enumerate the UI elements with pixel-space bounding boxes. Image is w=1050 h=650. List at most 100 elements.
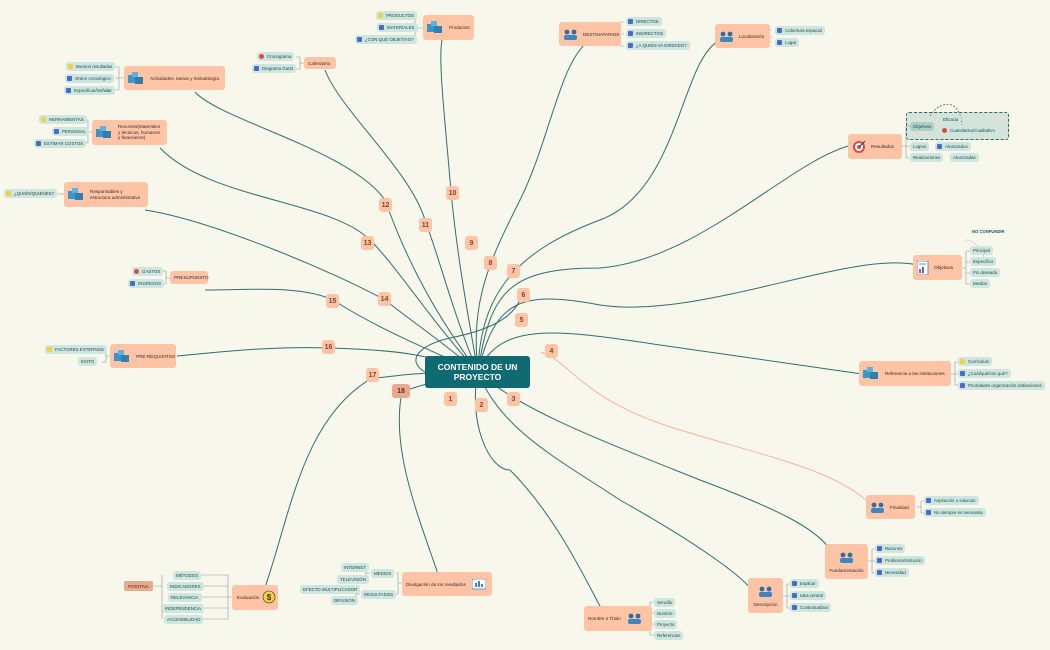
branch-number-5[interactable]: 5 [515, 313, 528, 327]
productos-item-objetivo[interactable]: ¿CON QUÉ OBJETIVO? [355, 35, 417, 44]
branch-number-9[interactable]: 9 [465, 236, 478, 250]
nombre-item-referencias[interactable]: Referencias [654, 631, 684, 640]
nombre-item-nombre[interactable]: Nombre [654, 609, 676, 618]
topic-finalidad[interactable]: Finalidad [866, 495, 915, 519]
actividades-item-especificar[interactable]: Especificar/Señalar [64, 86, 115, 95]
recursos-item-personal[interactable]: PERSONAL [52, 127, 89, 136]
branch-number-14[interactable]: 14 [378, 292, 391, 306]
divulgacion-item-internet[interactable]: INTERNET [341, 563, 369, 572]
nombre-item-sencillo[interactable]: Sencillo [654, 598, 676, 607]
descripcion-item-explicar[interactable]: Explicar [790, 579, 819, 588]
resultados-item-alcanzados[interactable]: Alcanzados [935, 142, 971, 151]
branch-number-6[interactable]: 6 [517, 288, 530, 302]
evaluacion-item-metodos[interactable]: MÉTODOS [173, 571, 202, 580]
topic-evaluacion-title[interactable]: Evaluación [237, 595, 260, 600]
resultados-item-cuantitativo[interactable]: Cuantitativo/Cualitativo [940, 126, 998, 135]
objetivos-item-especifico[interactable]: Específico [970, 257, 997, 266]
localizacion-item-lugar[interactable]: Lugar [775, 38, 800, 47]
topic-productos[interactable]: Productos [423, 15, 474, 40]
branch-number-18[interactable]: 18 [392, 384, 410, 398]
fundamentacion-item-razones[interactable]: Razones [875, 544, 906, 553]
topic-descripcion[interactable]: Descripción [748, 578, 783, 613]
descripcion-item-idea[interactable]: Idea central [790, 591, 826, 600]
referencia-item-prioridades[interactable]: Prioridades organización instituciones [958, 381, 1045, 390]
topic-objetivos[interactable]: Objetivos [913, 255, 962, 280]
central-topic[interactable]: CONTENIDO DE UN PROYECTO [425, 356, 530, 388]
divulgacion-item-difusion[interactable]: DIFUSIÓN [331, 596, 358, 605]
calendario-item-cronograma[interactable]: Cronograma [257, 52, 295, 61]
localizacion-item-cobertura[interactable]: Cobertura espacial [775, 26, 825, 35]
branch-number-4[interactable]: 4 [545, 344, 558, 358]
evaluacion-item-relevancia[interactable]: RELEVANCIA [168, 593, 202, 602]
resultados-item-logros[interactable]: Logros [910, 142, 930, 151]
presupuesto-item-ingresos[interactable]: INGRESOS [128, 279, 165, 288]
topic-presupuesto[interactable]: PRESUPUESTO [170, 271, 209, 284]
evaluacion-item-indicadores[interactable]: INDICADORES [167, 582, 204, 591]
priority-marker-icon [379, 25, 384, 30]
recursos-item-costos[interactable]: ESTIMAR COSTOS [34, 139, 87, 148]
objetivos-item-fin[interactable]: Fin deseado [970, 268, 1001, 277]
calendario-item-gantt[interactable]: Diagrama Gantt [252, 64, 296, 73]
branch-number-13[interactable]: 13 [361, 236, 374, 250]
topic-referencia[interactable]: Referencia a las instituciones [859, 361, 951, 386]
topic-responsables[interactable]: Responsables y estructura administrativa [64, 182, 148, 207]
nombre-item-proyecto[interactable]: Proyecto [654, 620, 678, 629]
actividades-item-buenos[interactable]: Buenos resultados [66, 62, 116, 71]
evaluacion-item-accesibilidad[interactable]: ACCESIBILIDAD [164, 615, 204, 624]
resultados-item-alcanzadas[interactable]: Alcanzadas [950, 153, 979, 162]
resultados-item-objetivos[interactable]: Objetivos [910, 122, 935, 131]
referencia-item-curriculum[interactable]: Currículum [958, 357, 993, 366]
topic-divulgacion[interactable]: Divulgación de los resultados [402, 572, 492, 596]
topic-calendario[interactable]: Calendario [304, 57, 336, 69]
prerequisitos-item-factores[interactable]: FACTORES EXTERNOS [45, 345, 107, 354]
topic-prerequisitos[interactable]: PRE-REQUISITOS [110, 344, 176, 368]
objetivos-item-principal[interactable]: Principal [970, 246, 993, 255]
evaluacion-summary-positiva[interactable]: POSITIVA [124, 581, 153, 591]
topic-nombre[interactable]: Nombre o Título [584, 606, 652, 631]
fundamentacion-item-necesidad[interactable]: Necesidad [875, 568, 909, 577]
divulgacion-item-efecto[interactable]: EFECTO MULTIPLICADOR [300, 585, 361, 594]
branch-number-7[interactable]: 7 [507, 264, 520, 278]
priority-marker-icon [66, 88, 71, 93]
finalidad-item-aspiracion[interactable]: Aspiración o solución [924, 496, 979, 505]
referencia-item-cual[interactable]: ¿Cuál/qué/con qué? [958, 369, 1011, 378]
evaluacion-item-independencia[interactable]: INDEPENDENCIA [162, 604, 205, 613]
resultados-item-eficacia[interactable]: Eficacia [940, 115, 962, 124]
branch-number-8[interactable]: 8 [484, 256, 497, 270]
responsables-item-quien[interactable]: ¿QUIÉN/QUIÉNES? [4, 189, 58, 198]
divulgacion-item-medios[interactable]: MEDIOS [371, 569, 395, 578]
productos-item-productos[interactable]: PRODUCTOS [376, 11, 417, 20]
presentation-icon [471, 578, 486, 589]
divulgacion-item-resultados[interactable]: RESULTADOS [361, 590, 397, 599]
topic-actividades[interactable]: Actividades, tareas y metodología [124, 66, 225, 90]
destinatarios-item-quien[interactable]: ¿A QUIÉN VA DIRIGIDO? [626, 41, 690, 50]
presupuesto-item-gastos[interactable]: GASTOS [132, 267, 164, 276]
branch-number-17[interactable]: 17 [366, 368, 379, 382]
topic-recursos[interactable]: Recursos(Materiales y técnicos, humanos … [92, 120, 167, 145]
people-icon [840, 552, 853, 563]
topic-resultados[interactable]: Resultados [848, 134, 902, 159]
topic-localizacion[interactable]: Localización [715, 24, 770, 48]
destinatarios-item-directos[interactable]: DIRECTOS [626, 17, 662, 26]
branch-number-10[interactable]: 10 [446, 186, 459, 200]
objetivos-item-medios[interactable]: Medios [970, 279, 991, 288]
productos-item-materiales[interactable]: MATERIALES [377, 23, 418, 32]
fundamentacion-item-problema[interactable]: Problema/Solución [875, 556, 925, 565]
branch-number-1[interactable]: 1 [444, 392, 457, 406]
descripcion-item-contextualizar[interactable]: Contextualizar [790, 603, 832, 612]
branch-number-11[interactable]: 11 [419, 218, 432, 232]
recursos-item-herramientas[interactable]: HERRAMIENTAS [39, 115, 87, 124]
destinatarios-item-indirectos[interactable]: INDIRECTOS [626, 29, 666, 38]
actividades-item-orden[interactable]: Orden cronológico [65, 74, 114, 83]
prerequisitos-item-exito[interactable]: ÉXITO [78, 357, 98, 366]
branch-number-12[interactable]: 12 [379, 198, 392, 212]
finalidad-item-necesaria[interactable]: No siempre es necesaria [924, 508, 986, 517]
divulgacion-item-television[interactable]: TELEVISIÓN [337, 575, 369, 584]
branch-number-15[interactable]: 15 [326, 294, 339, 308]
branch-number-3[interactable]: 3 [507, 392, 520, 406]
resultados-item-realizaciones[interactable]: Realizaciones [910, 153, 944, 162]
topic-fundamentacion[interactable]: Fundamentación [825, 544, 868, 579]
topic-destinatarios[interactable]: DESTINATARIOS [559, 22, 621, 46]
branch-number-2[interactable]: 2 [475, 398, 488, 412]
branch-number-16[interactable]: 16 [322, 340, 335, 354]
